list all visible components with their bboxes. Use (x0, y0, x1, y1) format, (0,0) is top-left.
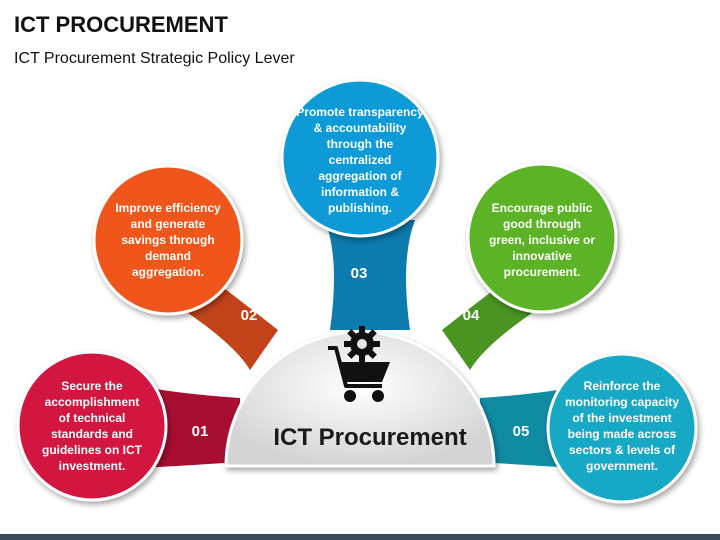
item-number-01: 01 (191, 423, 209, 440)
item-number-05: 05 (512, 423, 530, 440)
item-text-02: Improve efficiency and generate savings … (115, 201, 221, 279)
circle-04 (466, 162, 618, 314)
item-text-05: Reinforce the monitoring capacity of the… (564, 379, 680, 473)
circle-03 (280, 78, 440, 238)
stem-03 (325, 220, 415, 330)
item-text-03: Promote transparency & accountability th… (296, 105, 424, 215)
shopping-cart-gear-icon (328, 326, 390, 402)
bottom-bar (0, 534, 720, 540)
item-number-03: 03 (350, 265, 368, 282)
circle-01 (16, 350, 168, 502)
item-text-04: Encourage public good through green, inc… (488, 201, 596, 279)
page-subtitle: ICT Procurement Strategic Policy Lever (14, 50, 295, 67)
item-text-01: Secure the accomplishment of technical s… (41, 379, 142, 473)
item-number-02: 02 (240, 307, 258, 324)
page-title: ICT PROCUREMENT (14, 12, 228, 37)
center-label: ICT Procurement (273, 424, 467, 451)
item-circles (16, 78, 698, 504)
circle-02 (92, 164, 244, 316)
circle-05 (546, 352, 698, 504)
item-number-04: 04 (462, 307, 480, 324)
